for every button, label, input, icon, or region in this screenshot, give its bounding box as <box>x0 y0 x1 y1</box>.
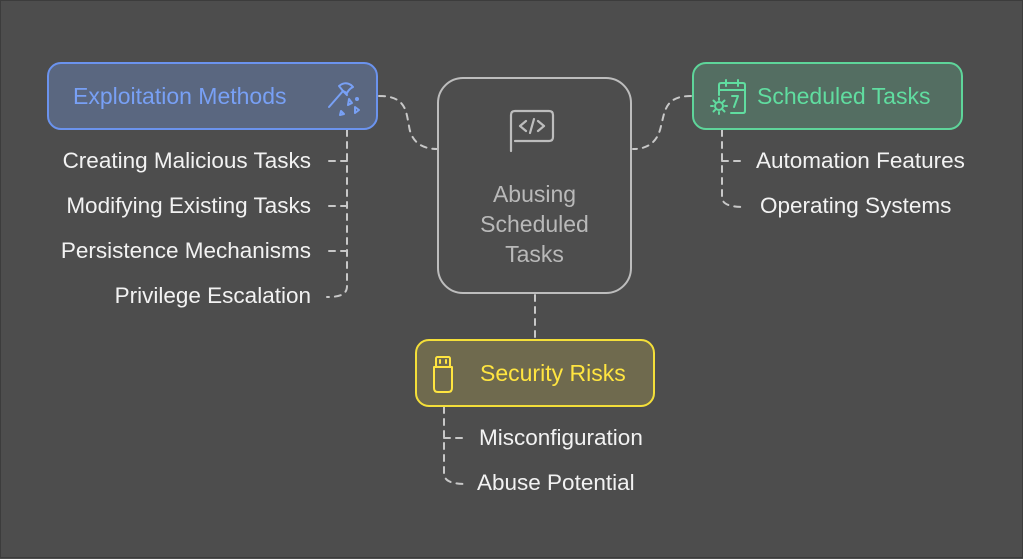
exploitation-item-creating-malicious-tasks: Creating Malicious Tasks <box>62 148 311 173</box>
exploitation-item-persistence-mechanisms: Persistence Mechanisms <box>60 238 311 263</box>
calendar-gear-icon <box>707 77 749 124</box>
exploitation-item-privilege-escalation: Privilege Escalation <box>114 283 311 308</box>
security-item-misconfiguration: Misconfiguration <box>479 425 643 450</box>
center-title: Abusing Scheduled Tasks <box>480 181 589 267</box>
security-risks-node: Security Risks <box>415 339 655 407</box>
security-risks-title: Security Risks <box>480 359 626 386</box>
scheduled-tasks-title: Scheduled Tasks <box>757 82 931 109</box>
exploitation-item-modifying-existing-tasks: Modifying Existing Tasks <box>66 193 311 218</box>
scheduled-item-operating-systems: Operating Systems <box>760 193 952 218</box>
scheduled-tasks-node: Scheduled Tasks <box>692 62 963 130</box>
connector-exploit-center <box>378 95 438 150</box>
connector-sched-trunk <box>721 129 746 208</box>
security-item-abuse-potential: Abuse Potential <box>477 470 635 495</box>
usb-drive-icon <box>427 354 469 401</box>
scheduled-item-automation-features: Automation Features <box>756 148 965 173</box>
exploitation-methods-title: Exploitation Methods <box>73 82 287 109</box>
code-icon <box>505 107 559 166</box>
center-node: Abusing Scheduled Tasks <box>437 77 632 294</box>
connector-exploit-trunk <box>326 129 348 298</box>
connector-sched-center <box>632 95 692 150</box>
connector-risk-trunk <box>443 406 468 485</box>
exploitation-methods-node: Exploitation Methods <box>47 62 378 130</box>
axe-break-icon <box>323 77 365 124</box>
